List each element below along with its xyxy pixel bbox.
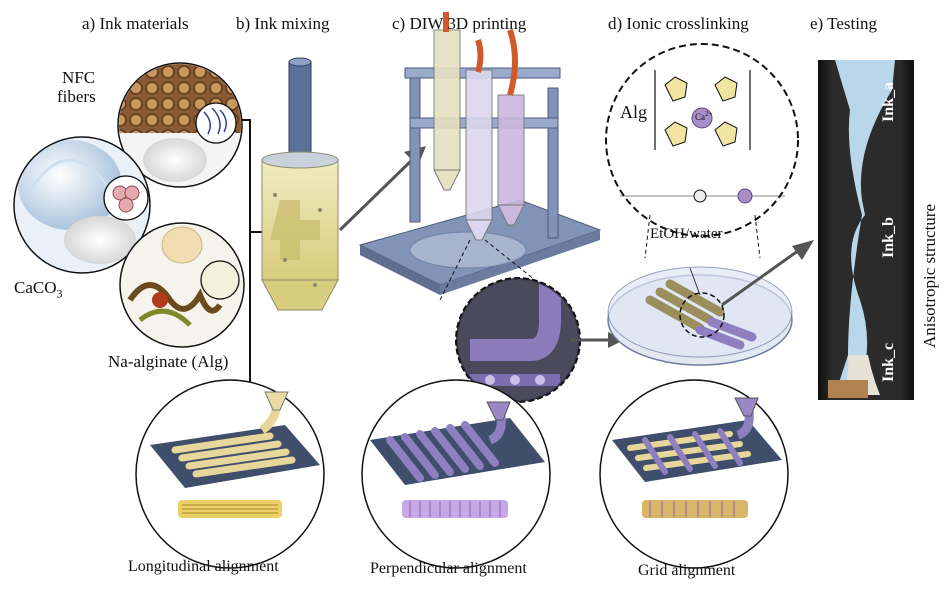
- panel-c-title: c) DIW 3D printing: [392, 14, 527, 33]
- arrow-crosslinking-to-testing: [721, 240, 814, 307]
- testing-specimen: [818, 60, 914, 400]
- ink-a-label: Ink_a: [880, 81, 897, 122]
- alginate-label: Na-alginate (Alg): [108, 352, 229, 371]
- caco3-label: CaCO3: [14, 278, 63, 301]
- alignment-perpendicular: [361, 379, 551, 569]
- panel-e-title: e) Testing: [810, 14, 877, 33]
- printer: [358, 11, 602, 295]
- panel-d-title: d) Ionic crosslinking: [608, 14, 749, 33]
- nozzle-zoom: [439, 239, 581, 403]
- caption-perpendicular: Perpendicular alignment: [370, 560, 527, 577]
- petri-dish: [607, 266, 793, 366]
- arrow-printing-to-crosslinking: [570, 332, 624, 348]
- caption-longitudinal: Longitudinal alignment: [128, 558, 279, 575]
- solvent-label: EtOH/water: [650, 226, 723, 242]
- ink-c-label: Ink_c: [880, 342, 897, 382]
- panel-a-title: a) Ink materials: [82, 14, 189, 33]
- panel-b-title: b) Ink mixing: [236, 14, 330, 33]
- alignment-longitudinal: [135, 379, 325, 569]
- alignment-grid: [599, 379, 789, 569]
- nfc-label-line2: fibers: [57, 87, 96, 106]
- caption-grid: Grid alignment: [638, 562, 736, 579]
- ink-b-label: Ink_b: [880, 217, 897, 258]
- caco3-circle: [13, 136, 151, 274]
- anisotropic-structure-label: Anisotropic structure: [920, 204, 939, 348]
- calcium-ion-label: Ca2+: [695, 110, 713, 122]
- mixing-syringe: [261, 57, 339, 311]
- nfc-label-line1: NFC: [62, 68, 96, 87]
- crosslink-chemistry-circle: [605, 43, 799, 259]
- alginate-circle: [119, 222, 245, 348]
- alg-label: Alg: [620, 102, 647, 122]
